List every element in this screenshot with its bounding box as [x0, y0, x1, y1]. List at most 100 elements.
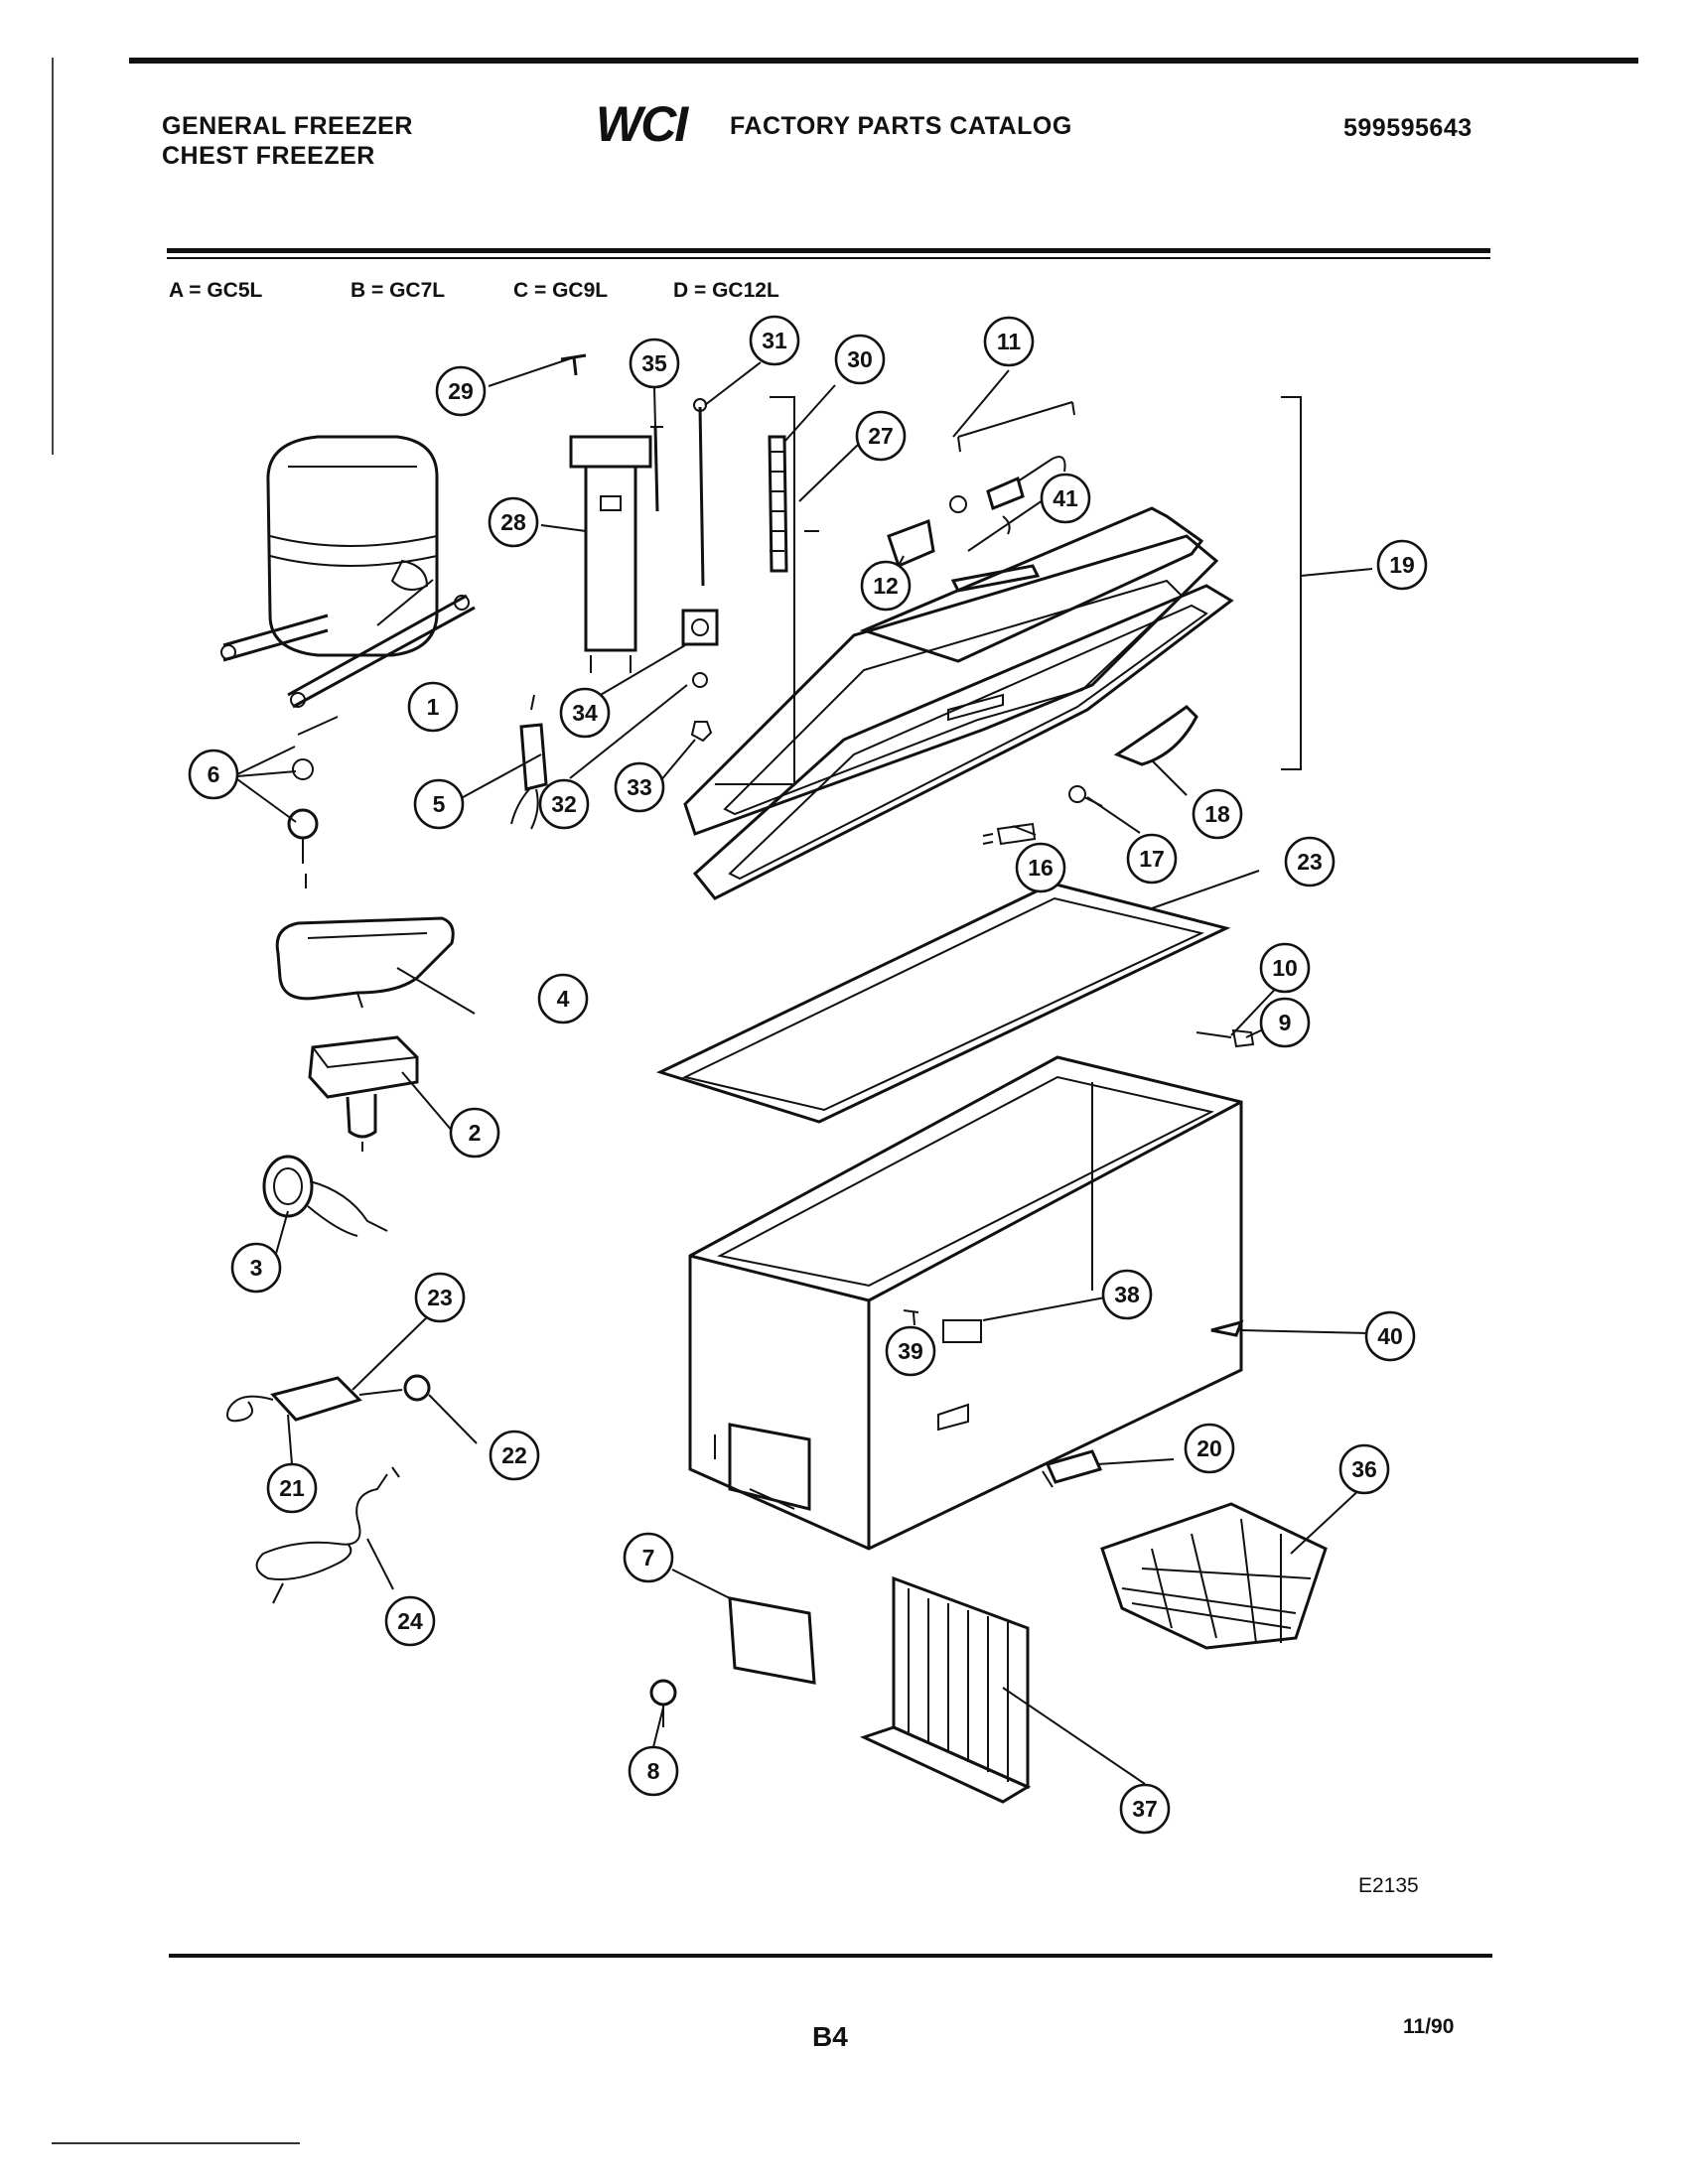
callout-3: 3 [230, 1242, 282, 1294]
wci-logo: WCI [596, 96, 688, 152]
svg-text:19: 19 [1389, 552, 1415, 578]
callout-31: 31 [749, 315, 800, 366]
callout-33: 33 [614, 761, 665, 813]
callout-39: 39 [885, 1325, 936, 1377]
svg-text:40: 40 [1377, 1323, 1403, 1349]
catalog-title: FACTORY PARTS CATALOG [730, 112, 1072, 140]
svg-text:41: 41 [1053, 485, 1078, 511]
divider-drawing [859, 1575, 1032, 1804]
control-bracket-drawing [569, 435, 652, 673]
svg-text:6: 6 [208, 761, 220, 787]
svg-text:31: 31 [762, 328, 787, 353]
svg-text:28: 28 [500, 509, 526, 535]
fastener-set-drawing [287, 716, 339, 888]
svg-text:24: 24 [397, 1608, 423, 1634]
model-d: D = GC12L [673, 279, 779, 302]
svg-text:4: 4 [557, 986, 570, 1012]
svg-text:5: 5 [433, 791, 446, 817]
svg-text:29: 29 [448, 378, 474, 404]
callout-4: 4 [537, 973, 589, 1024]
callout-23-gasket: 23 [1284, 836, 1336, 887]
callout-16: 16 [1015, 842, 1066, 893]
svg-text:2: 2 [469, 1120, 482, 1146]
handle-drawing [1113, 705, 1198, 766]
callout-6: 6 [188, 749, 239, 800]
svg-text:37: 37 [1132, 1796, 1158, 1822]
svg-text:20: 20 [1196, 1435, 1222, 1461]
callout-10: 10 [1259, 942, 1311, 994]
callout-9: 9 [1259, 997, 1311, 1048]
svg-text:1: 1 [427, 694, 440, 720]
drawing-number: E2135 [1358, 1874, 1419, 1897]
callout-12: 12 [860, 560, 912, 612]
svg-text:36: 36 [1351, 1456, 1377, 1482]
svg-text:23: 23 [1297, 849, 1323, 875]
header-left-line2: CHEST FREEZER [162, 142, 375, 170]
tube-drawing [650, 426, 663, 512]
catalog-number: 599595643 [1343, 114, 1473, 142]
basket-drawing [1100, 1502, 1328, 1650]
callout-34: 34 [559, 687, 611, 739]
svg-text:10: 10 [1272, 955, 1298, 981]
top-rule [129, 58, 1638, 64]
callout-38: 38 [1101, 1269, 1153, 1320]
svg-text:38: 38 [1114, 1282, 1140, 1307]
small-hardware-drawing [681, 609, 719, 743]
header-rule-thick [167, 248, 1490, 253]
callout-29: 29 [435, 365, 487, 417]
callout-41: 41 [1040, 473, 1091, 524]
long-screw-drawing [693, 398, 707, 587]
knob-drawing [262, 1155, 388, 1237]
callout-19: 19 [1376, 539, 1428, 591]
callout-1: 1 [407, 681, 459, 733]
callout-17: 17 [1126, 833, 1178, 885]
logo-text: WCI [596, 96, 688, 152]
access-cover-drawing [649, 1596, 816, 1727]
svg-text:21: 21 [279, 1475, 305, 1501]
callout-23-light: 23 [414, 1272, 466, 1323]
hinge-pin-drawing [1196, 1028, 1255, 1048]
model-a: A = GC5L [169, 279, 263, 302]
svg-text:17: 17 [1139, 846, 1165, 872]
callout-2: 2 [449, 1107, 500, 1159]
svg-text:16: 16 [1028, 855, 1054, 881]
svg-text:39: 39 [898, 1338, 923, 1364]
bottom-scan-line [52, 2142, 300, 2144]
callout-37: 37 [1119, 1783, 1171, 1835]
header-rule-thin [167, 257, 1490, 259]
model-c: C = GC9L [513, 279, 609, 302]
lid-drawing [683, 396, 1302, 900]
callout-5: 5 [413, 778, 465, 830]
svg-text:3: 3 [250, 1255, 263, 1281]
thermostat-drawing [308, 1035, 419, 1152]
compressor-drawing [220, 435, 476, 709]
drain-plug-drawing [1042, 1449, 1103, 1488]
callout-20: 20 [1184, 1423, 1235, 1474]
callout-21: 21 [266, 1462, 318, 1514]
terminal-cover-drawing [275, 916, 455, 1009]
tab-drawing [1210, 1319, 1244, 1337]
power-cord-drawing [255, 1466, 400, 1604]
svg-text:18: 18 [1204, 801, 1230, 827]
header-left-line1: GENERAL FREEZER [162, 112, 413, 140]
callout-24: 24 [384, 1595, 436, 1647]
callout-40: 40 [1364, 1310, 1416, 1362]
svg-text:30: 30 [847, 346, 873, 372]
model-b: B = GC7L [351, 279, 446, 302]
callout-8: 8 [628, 1745, 679, 1797]
callout-22: 22 [489, 1430, 540, 1481]
gasket-drawing [655, 882, 1231, 1124]
callout-11: 11 [983, 316, 1035, 367]
svg-text:35: 35 [641, 350, 667, 376]
callout-28: 28 [488, 496, 539, 548]
svg-text:12: 12 [873, 573, 899, 599]
svg-text:8: 8 [647, 1758, 660, 1784]
hinge-strip-drawing [715, 396, 819, 785]
svg-text:32: 32 [551, 791, 577, 817]
left-margin-line [52, 58, 54, 455]
header-left: GENERAL FREEZER CHEST FREEZER [162, 111, 413, 171]
revision-date: 11/90 [1403, 2015, 1455, 2038]
page-number: B4 [812, 2021, 848, 2052]
svg-text:9: 9 [1279, 1010, 1292, 1035]
